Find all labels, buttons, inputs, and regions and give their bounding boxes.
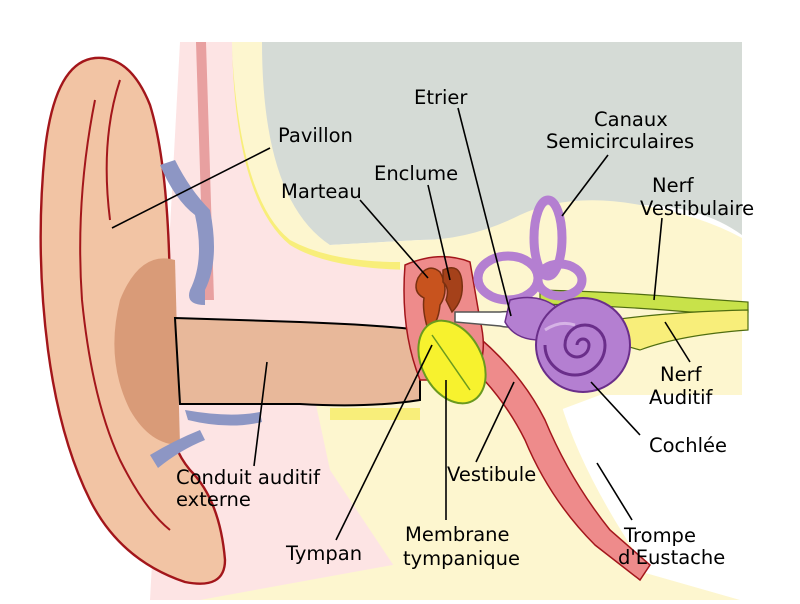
eustachian-tube	[457, 328, 651, 582]
leader-etrier	[457, 107, 512, 317]
label-etrier: Etrier	[414, 86, 468, 109]
skull-bone-region	[230, 42, 742, 245]
label-pavillon: Pavillon	[278, 124, 353, 147]
tympanic-membrane	[417, 319, 487, 405]
labels: Pavillon Etrier Canaux Semicirculaires E…	[176, 86, 754, 570]
incus	[442, 267, 464, 314]
tympanic-membrane-axis	[431, 334, 471, 391]
pinna-lobe-cartilage	[150, 430, 205, 468]
leader-pavillon	[111, 147, 271, 229]
label-nerf-auditif-line1: Nerf	[660, 363, 703, 386]
leader-lines	[111, 107, 691, 541]
ear-canal-group	[173, 316, 421, 426]
inner-ear	[473, 195, 631, 393]
pinna-blue-cartilage	[160, 160, 214, 305]
label-marteau: Marteau	[281, 180, 362, 203]
cochlea-spiral	[543, 323, 607, 377]
canal-blue-cartilage	[185, 410, 262, 426]
leader-trompe	[596, 462, 633, 521]
leader-enclume	[427, 184, 451, 281]
label-tympan: Tympan	[285, 542, 362, 565]
nerves	[539, 289, 749, 351]
lower-yellow-band	[330, 408, 420, 420]
label-nerf-auditif-line2: Auditif	[649, 386, 714, 409]
cochlea-body	[535, 297, 631, 393]
label-canaux-line1: Canaux	[594, 108, 668, 131]
label-membrane-line1: Membrane	[405, 523, 510, 546]
label-nerf-vestibulaire-line1: Nerf	[652, 174, 695, 197]
semicircular-canal-lateral	[533, 259, 587, 301]
leader-marteau	[359, 199, 429, 279]
label-trompe-line2: d'Eustache	[618, 546, 725, 569]
pinna-inner-fold	[79, 99, 171, 531]
leader-nerf-vestibulaire	[653, 217, 663, 301]
label-trompe-line1: Trompe	[623, 524, 696, 547]
leader-cochlee	[590, 381, 641, 436]
label-vestibule: Vestibule	[447, 463, 536, 486]
leader-conduit	[253, 361, 268, 467]
semicircular-canal-anterior	[529, 195, 567, 281]
pinna-helix-line	[105, 79, 121, 221]
label-canaux-line2: Semicirculaires	[546, 130, 694, 153]
pinna-concha	[114, 258, 180, 445]
label-cochlee: Cochlée	[649, 434, 727, 457]
label-conduit-line2: externe	[176, 488, 251, 511]
pinna	[39, 56, 227, 585]
cochlea-highlight	[544, 321, 576, 332]
auditory-nerve	[599, 309, 749, 351]
label-nerf-vestibulaire-line2: Vestibulaire	[640, 197, 754, 220]
label-conduit-line1: Conduit auditif	[176, 466, 321, 489]
leader-tympan	[335, 344, 433, 541]
label-membrane-line2: tympanique	[403, 547, 520, 570]
leader-canaux	[561, 154, 609, 217]
leader-nerf-auditif	[664, 321, 691, 363]
label-enclume: Enclume	[374, 162, 458, 185]
ear-canal	[173, 316, 421, 407]
lower-cream-block	[315, 400, 640, 585]
leader-vestibule	[475, 381, 515, 463]
